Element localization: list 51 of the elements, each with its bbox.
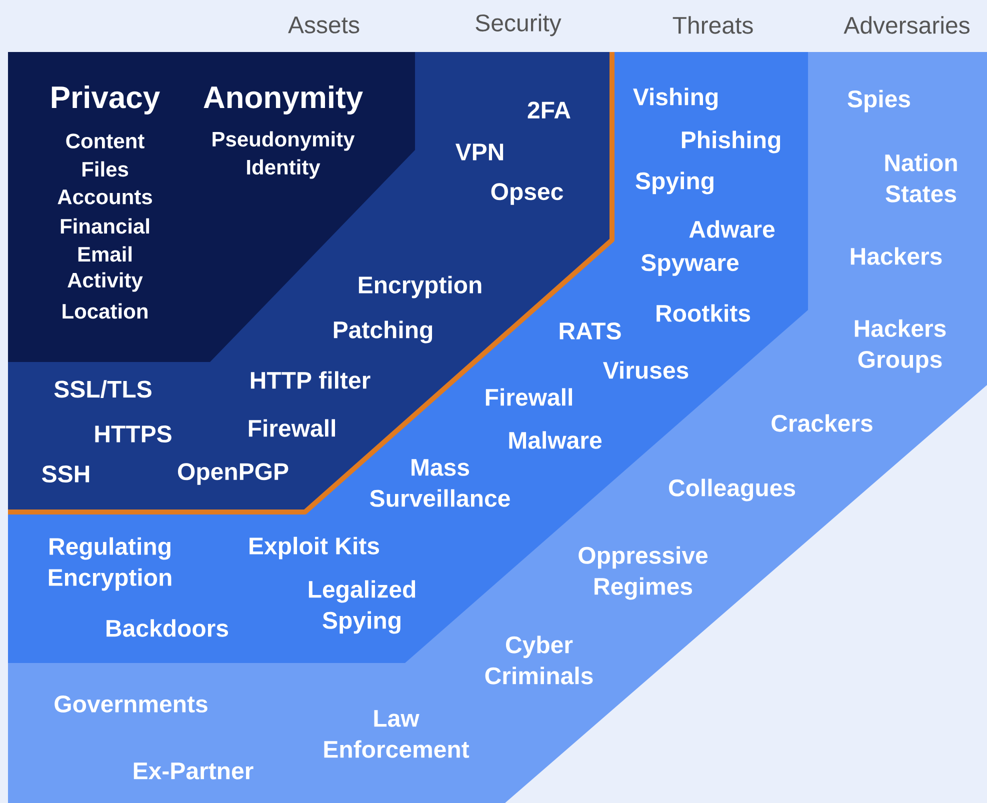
band-label: Firewall [486, 388, 572, 406]
band-label: Accounts [58, 190, 152, 204]
band-label: Privacy [52, 86, 160, 114]
band-label: Firewall [248, 419, 335, 437]
band-label: HTTPS [95, 426, 172, 442]
band-label: Mass Surveillance [370, 459, 510, 507]
band-label: Exploit Kits [250, 536, 380, 560]
band-label: 2FA [528, 102, 570, 118]
band-label: Files [82, 161, 128, 177]
band-label: Phishing [682, 130, 780, 154]
band-label: Opsec [491, 183, 563, 205]
band-label: Rootkits [656, 304, 750, 322]
band-label: Hackers Groups [854, 319, 946, 373]
band-label: Activity [68, 272, 143, 292]
band-label: Regulating Encryption [48, 537, 172, 591]
band-label: Content [66, 134, 144, 148]
band-label: Email [78, 246, 132, 262]
band-label: Pseudonymity [212, 131, 355, 151]
band-label: Spies [848, 90, 910, 112]
band-label: Location [62, 303, 148, 319]
band-label: SSH [42, 466, 90, 482]
band-label: Crackers [772, 414, 872, 432]
band-label: Backdoors [106, 619, 228, 637]
band-label: HTTP filter [250, 371, 370, 389]
band-label: Ex-Partner [134, 762, 254, 780]
band-label: Patching [334, 320, 432, 344]
band-label: Legalized Spying [308, 580, 416, 634]
band-label: OpenPGP [178, 463, 288, 485]
band-label: Nation States [885, 154, 957, 202]
band-label: Identity [247, 159, 320, 179]
band-label: Anonymity [204, 86, 363, 114]
band-label: Governments [54, 696, 208, 712]
band-label: Adware [689, 220, 775, 238]
band-label: Financial [60, 218, 150, 234]
column-heading: Security [476, 14, 562, 36]
band-label: Malware [509, 431, 602, 449]
band-label: Viruses [603, 361, 688, 379]
column-heading: Adversaries [844, 16, 970, 34]
band-label: Colleagues [668, 478, 796, 502]
column-heading: Threats [672, 16, 753, 34]
band-label: Spying [636, 172, 714, 194]
band-label: Spyware [641, 254, 739, 276]
band-label: Vishing [633, 88, 718, 110]
band-label: RATS [560, 322, 621, 340]
band-label: Hackers [850, 247, 942, 265]
band-label: Cyber Criminals [485, 636, 593, 684]
band-label: Encryption [358, 276, 482, 298]
band-label: SSL/TLS [54, 380, 152, 398]
band-label: Oppressive Regimes [578, 546, 708, 600]
band-label: Law Enforcement [324, 710, 470, 758]
band-label: VPN [456, 144, 504, 160]
